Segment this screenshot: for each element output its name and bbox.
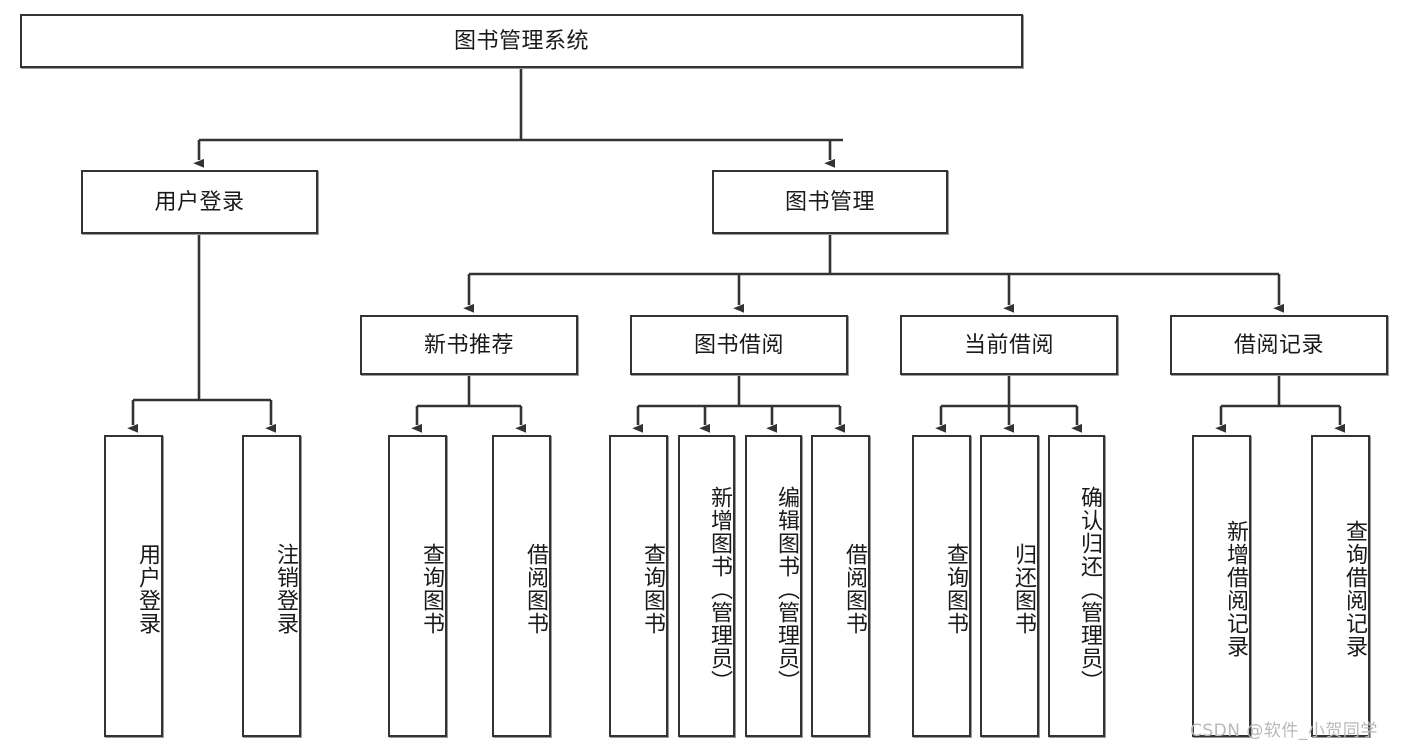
node-leaf-user-login[interactable]: 用户登录 bbox=[104, 435, 163, 737]
node-leaf-user-login-label: 用户登录 bbox=[136, 543, 161, 635]
node-new-book-rec-label: 新书推荐 bbox=[423, 331, 514, 357]
csdn-watermark-text: CSDN @软件_小贺同学 bbox=[1190, 721, 1378, 741]
node-book-borrow-label: 图书借阅 bbox=[693, 331, 784, 357]
node-leaf-query-book-3-label: 查询图书 bbox=[944, 543, 969, 635]
node-leaf-borrow-book-2[interactable]: 借阅图书 bbox=[811, 435, 870, 737]
node-leaf-return-book[interactable]: 归还图书 bbox=[980, 435, 1039, 737]
node-leaf-borrow-book-1-label: 借阅图书 bbox=[524, 543, 549, 635]
node-root-label: 图书管理系统 bbox=[453, 27, 589, 53]
node-root[interactable]: 图书管理系统 bbox=[20, 14, 1023, 68]
node-borrow-record[interactable]: 借阅记录 bbox=[1170, 315, 1388, 375]
node-leaf-query-book-2-label: 查询图书 bbox=[641, 543, 666, 635]
node-current-borrow-label: 当前借阅 bbox=[963, 331, 1054, 357]
node-user-login-label: 用户登录 bbox=[154, 188, 245, 214]
csdn-watermark: CSDN @软件_小贺同学 bbox=[1190, 716, 1378, 741]
node-leaf-add-book-label: 新增图书（管理员） bbox=[708, 485, 733, 693]
node-new-book-rec[interactable]: 新书推荐 bbox=[360, 315, 578, 375]
node-leaf-query-book-1[interactable]: 查询图书 bbox=[388, 435, 447, 737]
node-leaf-borrow-book-1[interactable]: 借阅图书 bbox=[492, 435, 551, 737]
node-book-borrow[interactable]: 图书借阅 bbox=[630, 315, 848, 375]
node-leaf-add-book[interactable]: 新增图书（管理员） bbox=[678, 435, 735, 737]
node-leaf-return-book-label: 归还图书 bbox=[1012, 543, 1037, 635]
node-leaf-query-book-2[interactable]: 查询图书 bbox=[609, 435, 668, 737]
node-leaf-edit-book[interactable]: 编辑图书（管理员） bbox=[745, 435, 802, 737]
node-book-manage-label: 图书管理 bbox=[784, 188, 875, 214]
node-leaf-confirm-return[interactable]: 确认归还（管理员） bbox=[1048, 435, 1105, 737]
node-leaf-query-record-label: 查询借阅记录 bbox=[1343, 520, 1368, 658]
node-leaf-confirm-return-label: 确认归还（管理员） bbox=[1078, 485, 1103, 693]
node-leaf-edit-book-label: 编辑图书（管理员） bbox=[775, 485, 800, 693]
node-user-login[interactable]: 用户登录 bbox=[81, 170, 318, 234]
node-leaf-query-record[interactable]: 查询借阅记录 bbox=[1311, 435, 1370, 737]
node-leaf-logout-login-label: 注销登录 bbox=[274, 543, 299, 635]
node-leaf-borrow-book-2-label: 借阅图书 bbox=[843, 543, 868, 635]
node-borrow-record-label: 借阅记录 bbox=[1233, 331, 1324, 357]
node-book-manage[interactable]: 图书管理 bbox=[712, 170, 948, 234]
node-current-borrow[interactable]: 当前借阅 bbox=[900, 315, 1118, 375]
node-leaf-add-record[interactable]: 新增借阅记录 bbox=[1192, 435, 1251, 737]
node-leaf-query-book-3[interactable]: 查询图书 bbox=[912, 435, 971, 737]
node-leaf-add-record-label: 新增借阅记录 bbox=[1224, 520, 1249, 658]
node-leaf-logout-login[interactable]: 注销登录 bbox=[242, 435, 301, 737]
node-leaf-query-book-1-label: 查询图书 bbox=[420, 543, 445, 635]
